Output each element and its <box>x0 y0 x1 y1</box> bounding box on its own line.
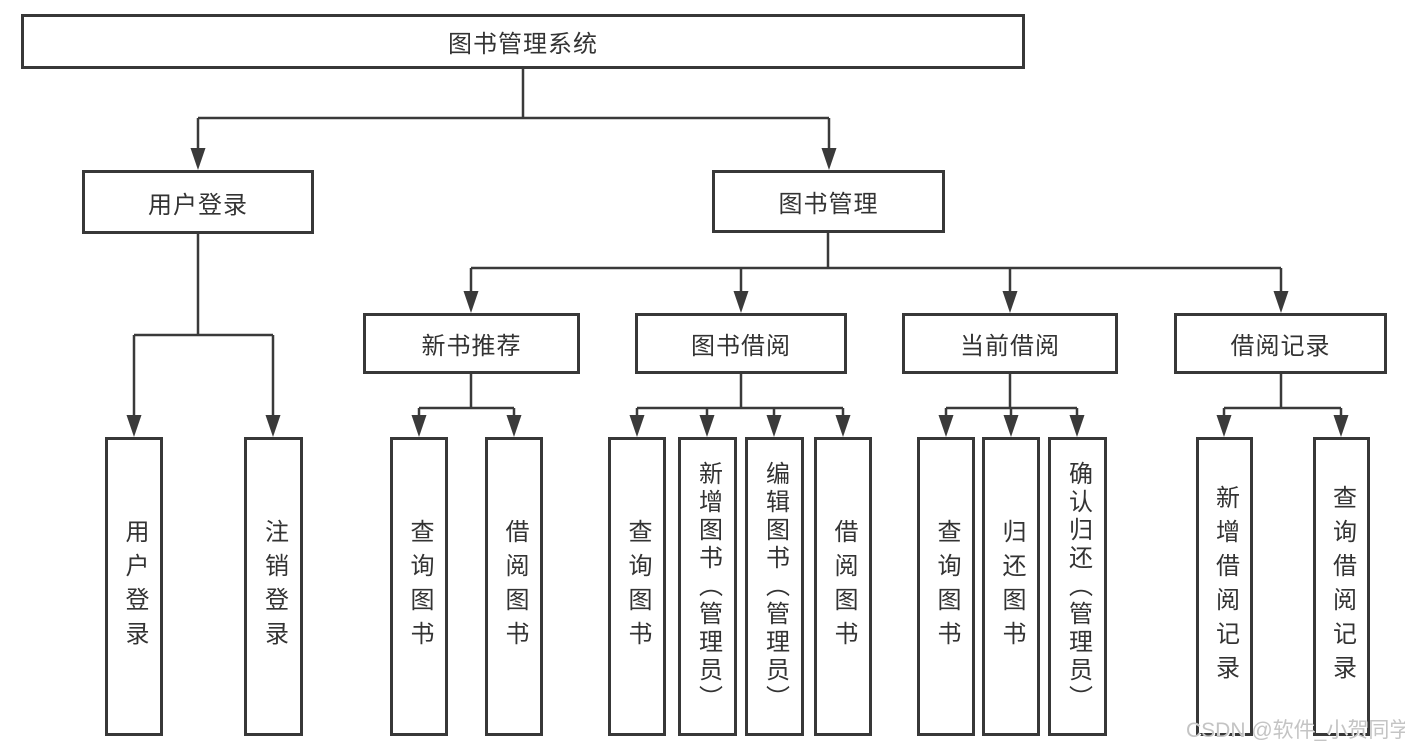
leaf-user-login: 用户登录 <box>105 437 163 736</box>
leaf-bb-add-books-label: 新增图书（管理员） <box>694 460 722 713</box>
connector-book-management-children <box>463 232 1289 313</box>
node-book-management: 图书管理 <box>712 170 945 233</box>
node-user-login: 用户登录 <box>82 170 314 234</box>
connector-book-borrow-children <box>629 374 851 437</box>
connector-user-login-children <box>126 233 281 437</box>
leaf-nbr-borrow-books-label: 借阅图书 <box>501 518 528 655</box>
leaf-br-add-record: 新增借阅记录 <box>1196 437 1253 736</box>
leaf-logout-label: 注销登录 <box>260 518 288 655</box>
leaf-user-login-label: 用户登录 <box>121 518 148 655</box>
leaf-bb-query-books: 查询图书 <box>608 437 666 736</box>
leaf-bb-edit-books-admin: 编辑图书（管理员） <box>745 437 804 736</box>
leaf-bb-query-books-label: 查询图书 <box>624 518 651 655</box>
node-borrow-records: 借阅记录 <box>1174 313 1387 374</box>
leaf-bb-edit-books-label: 编辑图书（管理员） <box>761 460 789 713</box>
node-current-borrow: 当前借阅 <box>902 313 1118 374</box>
leaf-cb-confirm-return-admin: 确认归还（管理员） <box>1048 437 1107 736</box>
node-new-book-recommend: 新书推荐 <box>363 313 580 374</box>
connector-current-borrow-children <box>938 374 1085 437</box>
leaf-cb-return-books-label: 归还图书 <box>998 518 1025 655</box>
csdn-watermark: CSDN @软件_小贺同学 <box>1186 719 1405 742</box>
leaf-bb-borrow-books-label: 借阅图书 <box>830 518 857 655</box>
node-root-library-system: 图书管理系统 <box>21 14 1025 69</box>
leaf-br-query-record-label: 查询借阅记录 <box>1328 484 1356 689</box>
node-book-borrow: 图书借阅 <box>635 313 847 374</box>
connector-new-book-recommend-children <box>411 374 522 437</box>
leaf-nbr-query-books: 查询图书 <box>390 437 448 736</box>
connector-borrow-records-children <box>1216 374 1349 437</box>
leaf-br-query-record: 查询借阅记录 <box>1313 437 1370 736</box>
leaf-nbr-borrow-books: 借阅图书 <box>485 437 543 736</box>
leaf-cb-return-books: 归还图书 <box>982 437 1040 736</box>
leaf-bb-add-books-admin: 新增图书（管理员） <box>678 437 737 736</box>
leaf-logout: 注销登录 <box>244 437 303 736</box>
leaf-cb-query-books: 查询图书 <box>917 437 975 736</box>
leaf-br-add-record-label: 新增借阅记录 <box>1211 484 1239 689</box>
leaf-cb-query-books-label: 查询图书 <box>933 518 960 655</box>
leaf-nbr-query-books-label: 查询图书 <box>406 518 433 655</box>
connector-root-to-level2 <box>190 68 837 170</box>
leaf-bb-borrow-books: 借阅图书 <box>814 437 872 736</box>
leaf-cb-confirm-return-label: 确认归还（管理员） <box>1064 460 1092 713</box>
